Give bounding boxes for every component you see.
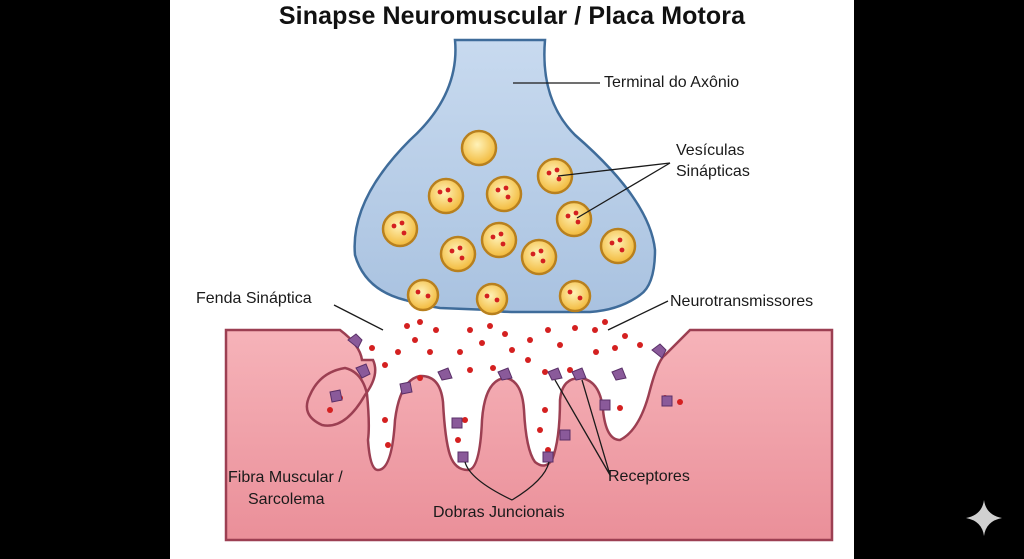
vesicle bbox=[427, 177, 465, 215]
vesicle bbox=[520, 238, 558, 276]
vesicle bbox=[555, 200, 593, 238]
label-axon-terminal: Terminal do Axônio bbox=[604, 74, 740, 91]
vesicle bbox=[460, 129, 498, 167]
neurotransmitters bbox=[327, 319, 683, 453]
vesicle bbox=[536, 157, 574, 195]
receptors bbox=[329, 333, 673, 463]
label-neurotransmitters: Neurotransmissores bbox=[670, 293, 814, 310]
label-receptors: Receptores bbox=[608, 468, 690, 485]
label-synaptic-cleft: Fenda Sináptica bbox=[196, 290, 312, 307]
vesicle-contents bbox=[391, 167, 625, 303]
sparkle-icon bbox=[966, 500, 1002, 536]
diagram-title: Sinapse Neuromuscular / Placa Motora bbox=[278, 2, 746, 30]
vesicle bbox=[381, 210, 419, 248]
vesicle-group bbox=[381, 129, 637, 316]
fusing-vesicle bbox=[406, 278, 440, 312]
vesicle bbox=[480, 221, 518, 259]
label-vesicles-line1: Vesículas bbox=[676, 142, 745, 159]
fusing-vesicle bbox=[475, 282, 509, 316]
label-junctional-folds: Dobras Juncionais bbox=[433, 504, 565, 521]
muscle-fiber bbox=[224, 328, 834, 542]
label-muscle-fiber-line2: Sarcolema bbox=[248, 491, 325, 508]
label-vesicles-line2: Sinápticas bbox=[676, 163, 750, 180]
fusing-vesicle bbox=[558, 279, 592, 313]
leader-lines bbox=[333, 82, 671, 501]
label-muscle-fiber-line1: Fibra Muscular / bbox=[228, 469, 343, 486]
vesicle bbox=[485, 175, 523, 213]
vesicle bbox=[599, 227, 637, 265]
vesicle bbox=[439, 235, 477, 273]
